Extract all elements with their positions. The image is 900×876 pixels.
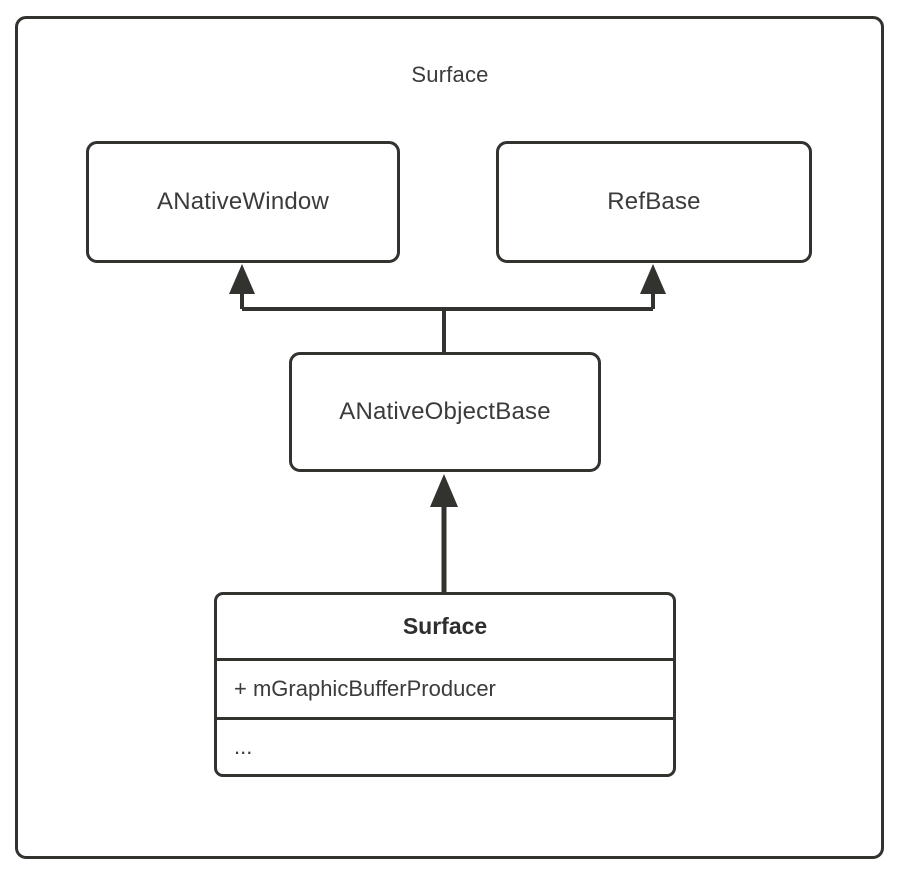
class-node-surface[interactable]: Surface + mGraphicBufferProducer ...	[214, 592, 676, 777]
class-node-label: ANativeObjectBase	[339, 398, 551, 425]
class-node-refbase[interactable]: RefBase	[496, 141, 812, 263]
class-operations-compartment: ...	[217, 717, 673, 774]
class-node-anativewindow[interactable]: ANativeWindow	[86, 141, 400, 263]
class-name-label: Surface	[402, 613, 488, 639]
class-operation-item: ...	[234, 734, 253, 759]
class-attribute-item: + mGraphicBufferProducer	[234, 676, 496, 701]
class-node-label: ANativeWindow	[157, 188, 329, 215]
package-frame	[15, 16, 884, 859]
class-attributes-compartment: + mGraphicBufferProducer	[217, 658, 673, 717]
class-name-compartment: Surface	[217, 595, 673, 658]
class-node-anativeobjectbase[interactable]: ANativeObjectBase	[289, 352, 601, 472]
class-node-label: RefBase	[607, 188, 701, 215]
package-title: Surface	[411, 62, 489, 87]
